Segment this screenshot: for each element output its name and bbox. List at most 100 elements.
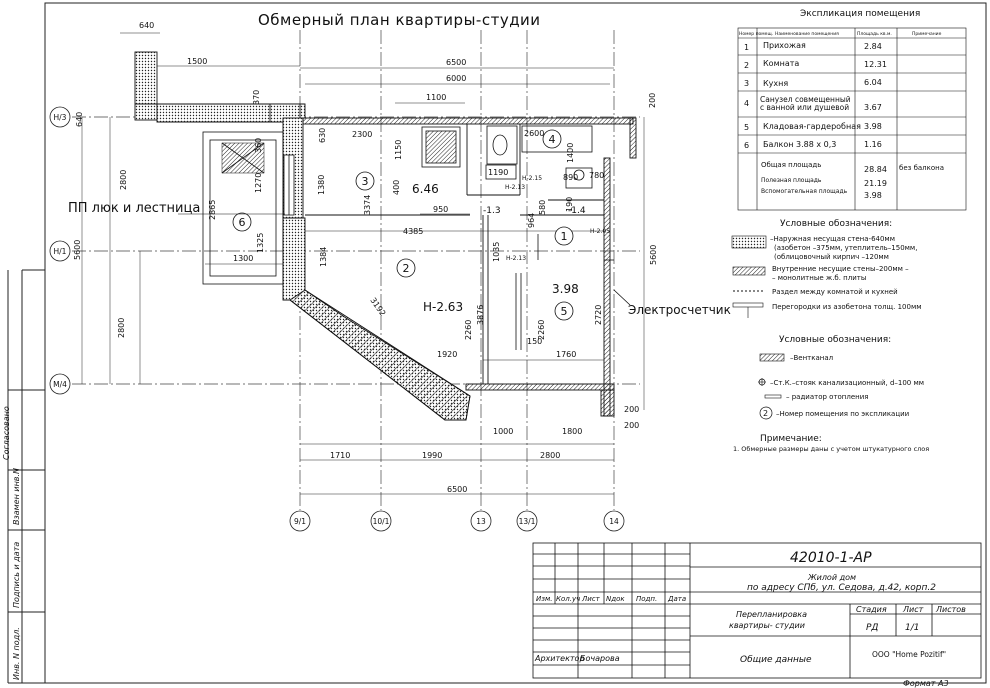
stamp-hdr-6: Дата <box>667 595 686 603</box>
expl-row5-area: 3.98 <box>864 122 882 131</box>
legend1-item3: (облицовочный кирпич –120мм <box>774 253 889 261</box>
dim-40: 5600 <box>649 245 658 265</box>
height-1: Н-2.13 <box>505 184 525 191</box>
sheet-frame <box>7 2 987 684</box>
axis-markers <box>49 106 625 532</box>
stamp-work-1: Перепланировка <box>736 610 807 619</box>
stamp-section: Общие данные <box>740 655 812 665</box>
notes-title: Примечание: <box>760 434 822 444</box>
expl-row6-name: Балкон 3.88 x 0,3 <box>763 140 836 149</box>
dim-21: 580 <box>538 200 547 215</box>
expl-total3-label: Вспомогательная площадь <box>761 188 848 195</box>
stamp-hdr-2: Кол.уч <box>556 595 580 603</box>
dim-7: 200 <box>648 93 657 108</box>
dim-42: 1760 <box>556 350 576 359</box>
stamp-hdr-1: Изм. <box>536 595 552 603</box>
dim-38: 150 <box>527 337 542 346</box>
vent-channel-icon <box>759 353 785 362</box>
expl-row4-area: 3.67 <box>864 103 882 112</box>
axis-h3: М/4 <box>53 380 67 389</box>
expl-row2-area: 12.31 <box>864 60 887 69</box>
height-2: Н-2.15 <box>522 175 542 182</box>
explication-title: Экспликация помещения <box>800 9 920 19</box>
expl-row2-num: 2 <box>744 61 749 70</box>
meter-label: Электросчетчик <box>628 303 731 317</box>
room-6: 6 <box>239 216 246 229</box>
axis-h1: Н/3 <box>54 113 67 122</box>
dim-26: 2865 <box>208 200 217 220</box>
plan-title: Обмерный план квартиры-студии <box>258 11 541 29</box>
legend2-title: Условные обозначения: <box>779 335 891 345</box>
axis-v3: 13 <box>476 517 486 526</box>
height-4: Н-2.13 <box>506 255 526 262</box>
dim-33: 1035 <box>492 242 501 262</box>
stamp-object-1: Жилой дом <box>807 573 856 582</box>
dim-43: 200 <box>624 405 639 414</box>
notes-text: 1. Обмерные размеры даны с учетом штукат… <box>733 445 929 453</box>
dim-1: 1500 <box>187 57 207 66</box>
room-2: 2 <box>403 262 410 275</box>
dim-47: 1710 <box>330 451 350 460</box>
dim-29: 1325 <box>256 233 265 253</box>
expl-row6-area: 1.16 <box>864 140 882 149</box>
expl-total2-value: 21.19 <box>864 179 887 188</box>
area-storage: 3.98 <box>552 282 579 296</box>
expl-row5-num: 5 <box>744 123 749 132</box>
axis-v4: 13/1 <box>519 517 536 526</box>
dim-6: 640 <box>75 112 84 127</box>
expl-row4-num: 4 <box>744 99 749 108</box>
dim-50: 6500 <box>447 485 467 494</box>
stamp-company: ООО "Home Pozitif" <box>872 650 946 659</box>
dim-18: 950 <box>433 205 448 214</box>
side-agreed: Согласовано <box>2 406 11 460</box>
expl-row2-name: Комната <box>763 59 799 68</box>
expl-h-name: Наименование помещения <box>775 31 839 37</box>
dim-32: 2800 <box>117 318 126 338</box>
legend1-title: Условные обозначения: <box>780 219 892 229</box>
fixtures <box>421 125 631 350</box>
legend-partition-swatch <box>732 302 764 308</box>
room-1: 1 <box>561 230 568 243</box>
dim-24: 2800 <box>119 170 128 190</box>
dim-14: 1190 <box>488 168 508 177</box>
walls <box>134 51 637 421</box>
stamp-stage: РД <box>866 623 878 633</box>
expl-h-num: Номер помещ. <box>739 31 773 37</box>
stamp-role: Архитектор <box>534 654 585 663</box>
dim-39: 2720 <box>594 305 603 325</box>
dim-44: 1000 <box>493 427 513 436</box>
expl-total1-label: Общая площадь <box>761 161 821 169</box>
dim-15: 890 <box>563 173 578 182</box>
level-1: -1.3 <box>483 206 501 216</box>
stamp-sheet-h: Лист <box>902 605 924 614</box>
stamp-hdr-3: Лист <box>581 595 601 603</box>
dim-31: 1384 <box>319 247 328 267</box>
dim-22: 190 <box>565 197 574 212</box>
area-kitchen: 6.46 <box>412 182 439 196</box>
legend-exterior-wall-swatch <box>731 235 767 249</box>
dim-5: 370 <box>252 90 261 105</box>
stamp-sheets-h: Листов <box>935 605 966 614</box>
axis-v2: 10/1 <box>373 517 390 526</box>
room-4: 4 <box>549 133 556 146</box>
dim-11: 2600 <box>524 129 544 138</box>
legend2-item2: –Ст.К.–стояк канализационный, d–100 мм <box>770 379 924 387</box>
dim-48: 1990 <box>422 451 442 460</box>
dim-10: 1150 <box>394 140 403 160</box>
stamp-work-2: квартиры- студии <box>729 621 805 630</box>
room-3: 3 <box>362 175 369 188</box>
legend1-item2: (азобетон –375мм, утеплитель–150мм, <box>774 244 917 252</box>
area-room: Н-2.63 <box>423 300 463 314</box>
stamp-code: 42010-1-АР <box>790 550 872 566</box>
balcony <box>202 131 295 285</box>
legend1-item5: – монолитные ж.б. плиты <box>772 274 866 282</box>
dim-0: 640 <box>139 21 154 30</box>
expl-row6-num: 6 <box>744 141 749 150</box>
axis-h2: Н/1 <box>54 247 67 256</box>
dim-13: 780 <box>589 171 604 180</box>
stamp-object-2: по адресу СПб, ул. Седова, д.42, корп.2 <box>747 583 936 593</box>
expl-row1-name: Прихожая <box>763 41 806 50</box>
explication-table <box>737 27 967 211</box>
height-3: Н-2.05 <box>590 228 610 235</box>
